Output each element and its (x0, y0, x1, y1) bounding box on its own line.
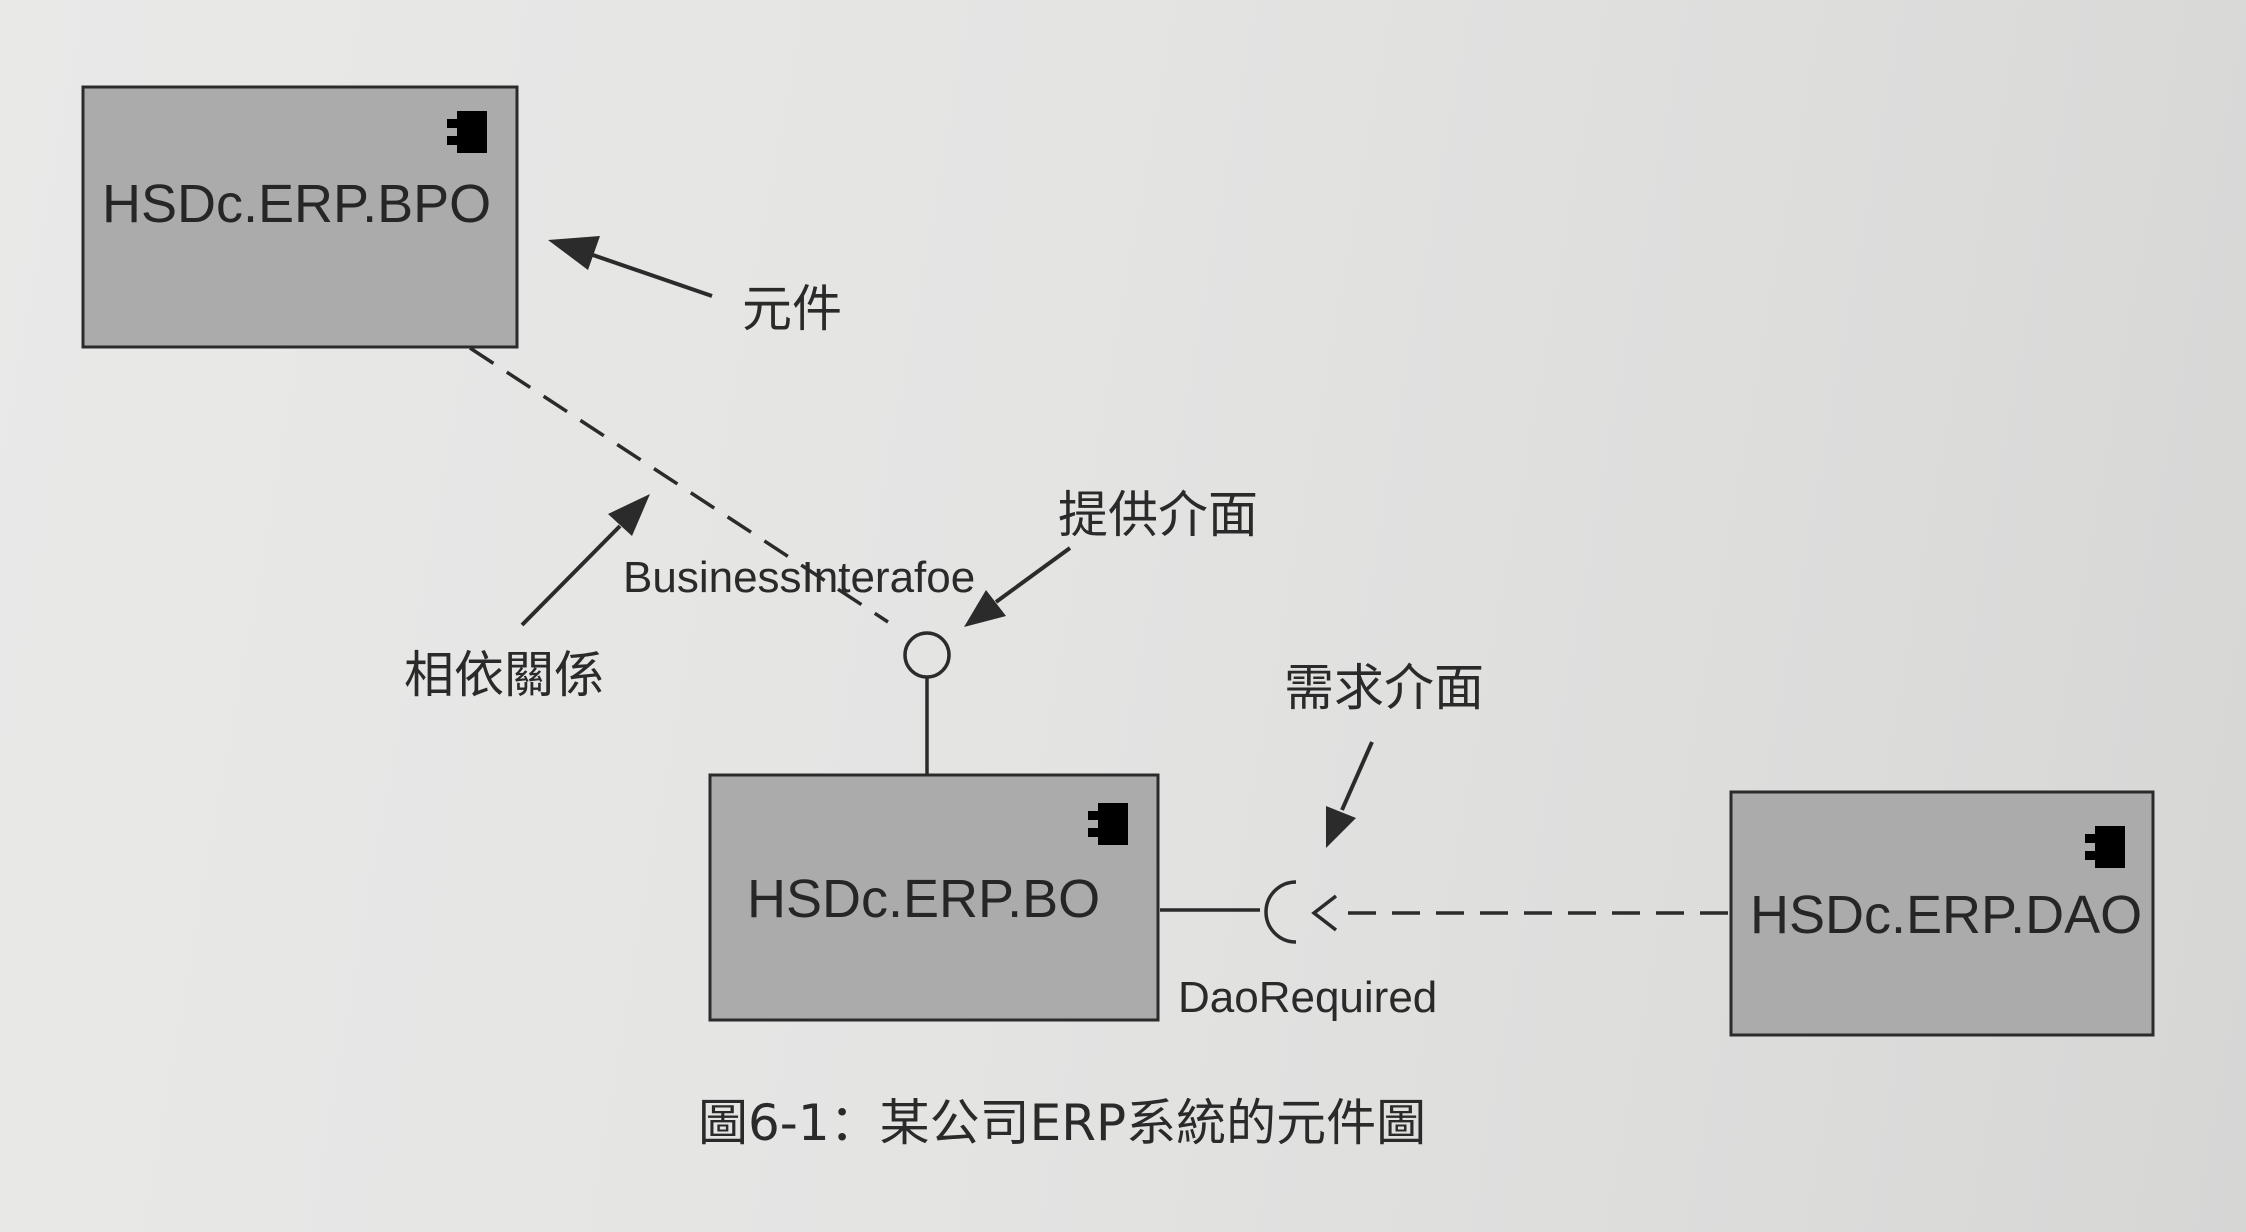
component-annotation-arrowhead (548, 236, 600, 270)
dependency-line (469, 346, 889, 624)
component-annotation: 元件 (742, 280, 842, 338)
component-bpo-box (81, 85, 519, 349)
component-dao-label: HSDc.ERP.DAO (1750, 885, 2142, 945)
required-annotation-arrow (1340, 741, 1374, 811)
required-annotation-arrowhead (1326, 806, 1356, 848)
component-dao: HSDc.ERP.DAO (1729, 790, 2155, 1037)
dependency-annotation-arrow (520, 524, 622, 627)
dependency-annotation: 相依關係 (404, 646, 604, 704)
component-bo-label: HSDc.ERP.BO (747, 869, 1100, 929)
dependency-annotation-arrowhead (608, 494, 650, 536)
provided-interface-label: BusinessInterafoe (623, 553, 975, 602)
required-interface-label: DaoRequired (1178, 973, 1437, 1022)
provided-annotation-arrow (994, 546, 1072, 604)
provided-interface-annotation: 提供介面 (1058, 486, 1258, 544)
figure-caption: 圖6-1：某公司ERP系統的元件圖 (698, 1094, 1426, 1152)
component-dao-box (1729, 790, 2155, 1037)
component-bpo-label: HSDc.ERP.BPO (102, 174, 491, 234)
component-bpo: HSDc.ERP.BPO (81, 85, 519, 349)
required-interface-socket (1264, 880, 1297, 944)
provided-annotation-arrowhead (964, 590, 1006, 627)
provided-interface-ball (903, 631, 951, 679)
dependency-arrowhead (1311, 894, 1338, 932)
required-interface-annotation: 需求介面 (1284, 659, 1484, 717)
component-bo: HSDc.ERP.BO (708, 773, 1160, 1022)
component-bo-box (708, 773, 1160, 1022)
component-annotation-arrow (589, 252, 713, 298)
